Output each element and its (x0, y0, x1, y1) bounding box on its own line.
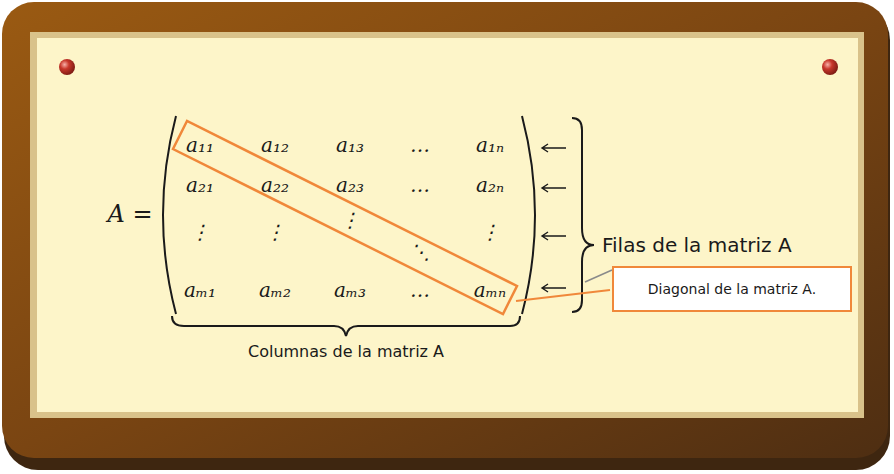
leader-line (516, 290, 610, 301)
matrix-entry: a₂₁ (186, 174, 214, 197)
matrix-entry: a₁ₙ (476, 134, 504, 157)
matrix-entry: aₘ₃ (334, 279, 366, 302)
row-arrows (542, 144, 566, 292)
matrix-entry: a₁₂ (261, 134, 289, 157)
leader-line (585, 270, 612, 282)
matrix-entry: ⋮ (480, 221, 500, 244)
matrix-entry: … (410, 174, 430, 197)
matrix-entry: a₂₃ (336, 174, 364, 197)
cream-panel (37, 38, 858, 412)
callout-text: Diagonal de la matriz A. (648, 281, 816, 297)
diagonal-outline (173, 121, 517, 314)
matrix-entry: ⋮ (265, 221, 285, 244)
matrix-entry: aₘ₂ (259, 279, 291, 302)
rows-label: Filas de la matriz A (602, 234, 792, 257)
matrix-entry: ⋱ (410, 241, 430, 264)
matrix-entry: a₂ₙ (476, 174, 504, 197)
matrix-entry: a₁₁ (186, 134, 214, 157)
matrix-entry: … (410, 134, 430, 157)
red-pin (59, 59, 75, 75)
matrix-entry: ⋮ (340, 209, 360, 232)
matrix-entry: … (410, 279, 430, 302)
matrix-entry: a₁₃ (336, 134, 364, 157)
matrix-entry: a₂₂ (261, 174, 289, 197)
red-pin (822, 59, 838, 75)
callout-box: Diagonal de la matriz A. (612, 266, 852, 312)
column-brace (172, 316, 520, 336)
right-parenthesis (522, 116, 535, 314)
columns-label: Columnas de la matriz A (248, 343, 444, 361)
wood-frame (2, 2, 888, 458)
matrix-name: A = (107, 201, 152, 229)
frame-shadow (4, 6, 890, 470)
matrix-entry: aₘₙ (474, 279, 506, 302)
row-brace (572, 118, 594, 312)
matrix-entry: ⋮ (190, 221, 210, 244)
matrix-entry: aₘ₁ (184, 279, 216, 302)
panel-edge (30, 32, 864, 418)
